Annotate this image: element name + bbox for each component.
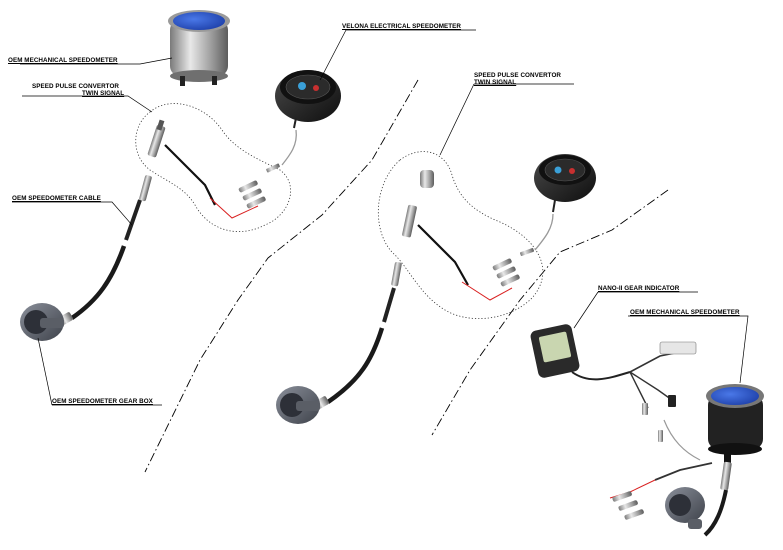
oem-speedometer-cable-right [703,489,728,537]
leader-spc-mid [439,83,574,156]
label-oem-speedometer-cable: OEM SPEEDOMETER CABLE [12,195,101,202]
velona-electrical-speedometer-mid [520,154,596,256]
leader-oem-mech-left [20,57,173,65]
leader-spc-left [22,95,153,113]
leader-lines [12,29,749,406]
oem-mechanical-speedometer-left [168,10,230,86]
oem-speedometer-cable-left [59,175,152,325]
label-speed-pulse-convertor-left-line2: TWIN SIGNAL [82,90,125,97]
leader-cable-left [12,201,133,226]
converter-enclosures [135,103,544,319]
label-nano-gear-indicator: NANO-II GEAR INDICATOR [598,285,680,292]
label-speed-pulse-convertor-mid-line2: TWIN SIGNAL [474,79,517,86]
oem-speedometer-cable-mid [315,261,402,409]
oem-speedometer-gear-box-left [20,303,64,341]
section-dividers [144,79,669,473]
leader-velona [319,29,476,81]
divider-left [144,79,419,473]
divider-right [431,189,669,436]
leader-nano [573,291,698,329]
label-oem-mechanical-speedometer-left: OEM MECHANICAL SPEEDOMETER [8,57,118,64]
oem-speedometer-gear-box-right [665,487,705,529]
nano-gear-indicator-device [530,324,701,461]
speed-pulse-converter-left [147,119,266,219]
velona-electrical-speedometer-top [266,70,341,173]
leader-oem-mech-right [628,315,749,384]
label-velona-electrical-speedometer: VELONA ELECTRICAL SPEEDOMETER [342,23,462,30]
enclosure-left [135,103,291,232]
oem-speedometer-gear-box-mid [276,386,320,424]
label-oem-speedometer-gear-box: OEM SPEEDOMETER GEAR BOX [52,398,153,405]
oem-mechanical-speedometer-right [706,384,764,466]
label-speed-pulse-convertor-left-line1: SPEED PULSE CONVERTOR [32,83,120,90]
label-oem-mechanical-speedometer-right: OEM MECHANICAL SPEEDOMETER [630,309,740,316]
label-speed-pulse-convertor-mid-line1: SPEED PULSE CONVERTOR [474,72,562,79]
speed-pulse-converter-right [609,461,732,520]
enclosure-mid [377,151,544,319]
leader-gear-box-left [37,337,162,406]
speed-pulse-converter-mid [402,170,520,301]
